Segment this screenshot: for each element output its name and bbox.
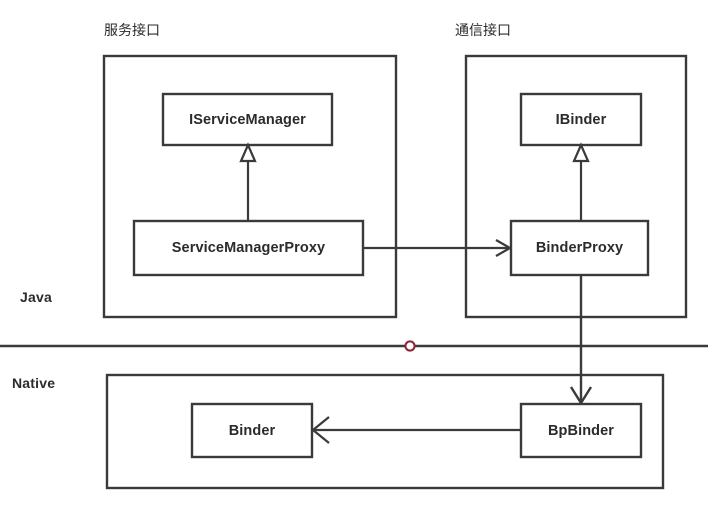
group-box-communication-interface[interactable] (464, 54, 688, 319)
divider-handle-marker[interactable] (404, 340, 416, 352)
node-label-bpbinder[interactable]: BpBinder (547, 422, 615, 439)
layer-label-java: Java (20, 289, 52, 305)
group-box-service-interface[interactable] (102, 54, 398, 319)
group-box-native[interactable] (105, 373, 665, 490)
edge-binderproxy-implements-ibinder[interactable] (572, 142, 590, 221)
edge-smp-implements-iservicemanager[interactable] (239, 142, 257, 221)
node-label-binderproxy[interactable]: BinderProxy (535, 240, 624, 256)
edge-smp-to-binderproxy[interactable] (363, 239, 513, 257)
layer-label-native: Native (12, 375, 56, 391)
node-box-iservicemanager[interactable] (161, 92, 334, 147)
node-label-servicemanagerproxy[interactable]: ServiceManagerProxy (171, 240, 326, 256)
group-label-service-interface: 服务接口 (104, 22, 160, 38)
edge-bpbinder-to-binder[interactable] (311, 416, 521, 444)
edge-binderproxy-to-bpbinder[interactable] (569, 275, 593, 406)
group-label-communication-interface: 通信接口 (455, 22, 511, 38)
node-label-binder[interactable]: Binder (228, 422, 276, 439)
node-label-iservicemanager[interactable]: IServiceManager (189, 111, 306, 128)
node-label-ibinder[interactable]: IBinder (555, 111, 607, 128)
